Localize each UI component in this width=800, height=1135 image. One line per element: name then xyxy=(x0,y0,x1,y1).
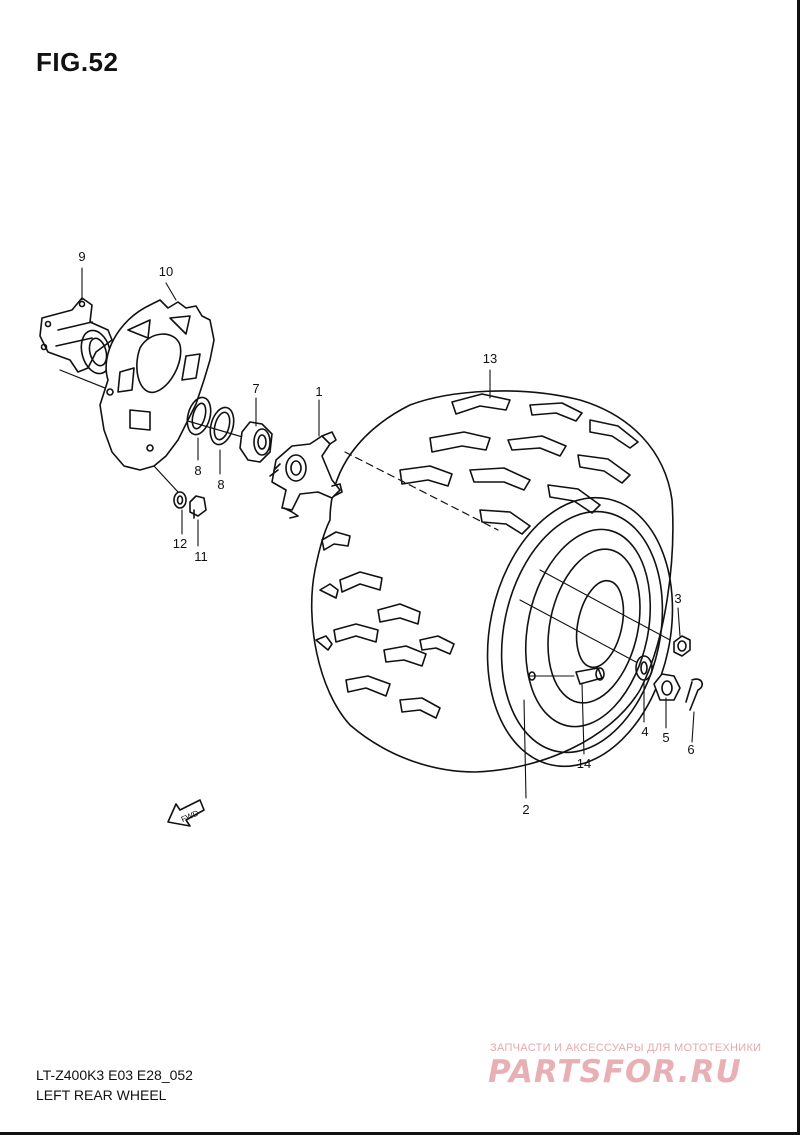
leader-lines xyxy=(81,267,695,799)
callout-part-13: 13 xyxy=(482,351,498,366)
callout-part-14: 14 xyxy=(576,756,592,771)
wheel-fasteners-drawing xyxy=(527,635,704,711)
diagram-code: LT-Z400K3 E03 E28_052 xyxy=(36,1067,193,1083)
callout-part-9: 9 xyxy=(78,249,86,264)
callout-part-6: 6 xyxy=(687,742,695,757)
callout-part-4: 4 xyxy=(641,724,649,739)
callout-part-2: 2 xyxy=(522,802,530,817)
watermark-tagline: ЗАПЧАСТИ И АКСЕССУАРЫ ДЛЯ МОТОТЕХНИКИ xyxy=(490,1042,762,1054)
figure-title: FIG.52 xyxy=(36,47,119,77)
diagram-subtitle: LEFT REAR WHEEL xyxy=(36,1087,167,1103)
callout-part-3: 3 xyxy=(674,591,682,606)
callout-part-10: 10 xyxy=(158,264,174,279)
callout-part-7: 7 xyxy=(252,381,260,396)
sprocket-drawing xyxy=(99,299,215,493)
callout-part-8b: 8 xyxy=(217,477,225,492)
frame-border-right xyxy=(797,0,800,1135)
hub-nut-drawing xyxy=(239,421,273,463)
frame-border-bottom xyxy=(0,1132,800,1135)
watermark-logo: PARTSFOR.RU xyxy=(488,1054,742,1090)
fwd-arrow-drawing xyxy=(167,799,205,827)
callout-part-1: 1 xyxy=(315,384,323,399)
callout-part-8a: 8 xyxy=(194,463,202,478)
callout-part-11: 11 xyxy=(194,549,208,564)
bolt-washer-drawing xyxy=(173,491,207,519)
wheel-hub-drawing xyxy=(269,431,343,519)
hub-housing-drawing xyxy=(39,297,113,375)
callout-part-12: 12 xyxy=(172,536,188,551)
callout-part-5: 5 xyxy=(662,730,670,745)
seal-rings-drawing xyxy=(186,396,235,446)
